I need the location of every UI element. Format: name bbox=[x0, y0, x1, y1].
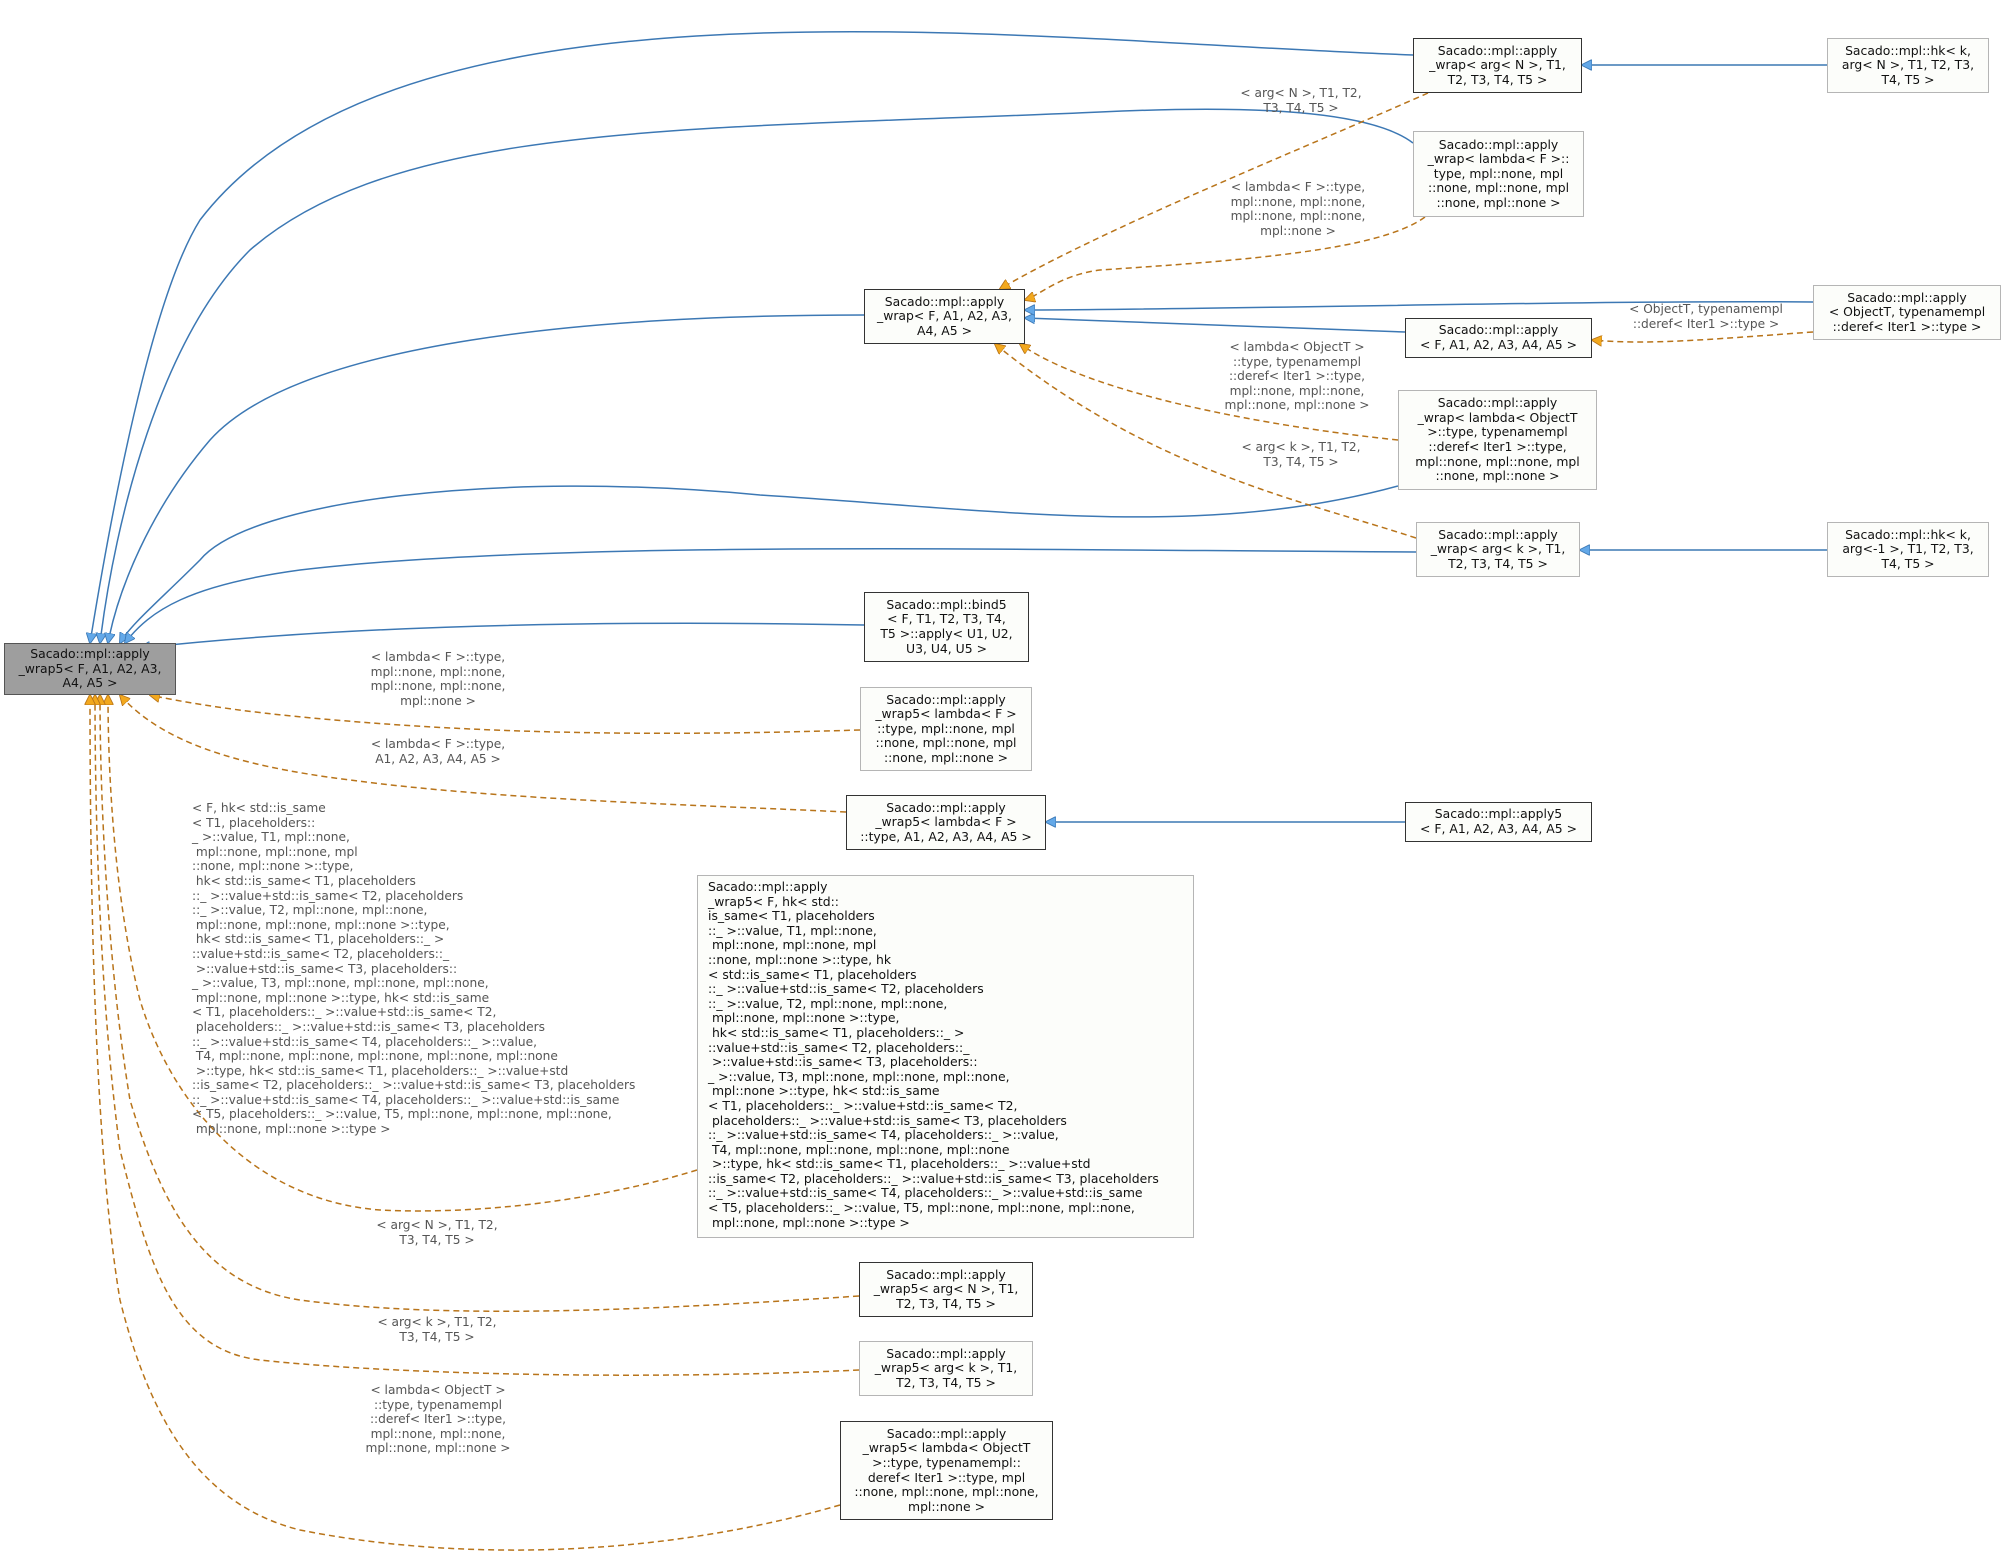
edge-lambdaA-root-tmpl bbox=[120, 695, 847, 813]
edge-argk-root bbox=[125, 548, 1417, 643]
node-hk-argm1[interactable]: Sacado::mpl::hk< k, arg<-1 >, T1, T2, T3… bbox=[1827, 522, 1989, 577]
edge-argN-aw-tmpl bbox=[1000, 92, 1429, 289]
node-apply-wrap-argk[interactable]: Sacado::mpl::apply _wrap< arg< k >, T1, … bbox=[1416, 522, 1580, 577]
label-lambdaF-to-apply-wrap: < lambda< F >::type, mpl::none, mpl::non… bbox=[1230, 180, 1366, 238]
node-aw5-lambda-A[interactable]: Sacado::mpl::apply _wrap5< lambda< F > :… bbox=[846, 795, 1046, 850]
label-lambdaObj-to-root: < lambda< ObjectT > ::type, typenamempl … bbox=[365, 1383, 511, 1456]
edge-apply-aw bbox=[1025, 318, 1406, 333]
edge-lambdaObj-aw-tmpl bbox=[1020, 344, 1399, 441]
label-ObjectT-to-apply: < ObjectT, typenamempl ::deref< Iter1 >:… bbox=[1629, 302, 1783, 331]
node-hk-argN[interactable]: Sacado::mpl::hk< k, arg< N >, T1, T2, T3… bbox=[1827, 38, 1989, 93]
label-lambdaF-A-to-root: < lambda< F >::type, A1, A2, A3, A4, A5 … bbox=[370, 737, 506, 766]
label-lambdaF-none-to-root: < lambda< F >::type, mpl::none, mpl::non… bbox=[370, 650, 506, 708]
node-aw5-lambdaObj[interactable]: Sacado::mpl::apply _wrap5< lambda< Objec… bbox=[840, 1421, 1053, 1520]
node-bind5-apply[interactable]: Sacado::mpl::bind5 < F, T1, T2, T3, T4, … bbox=[864, 592, 1029, 662]
node-apply-wrap-lambdaF[interactable]: Sacado::mpl::apply _wrap< lambda< F >:: … bbox=[1413, 131, 1584, 217]
edge-argN-root-tmpl bbox=[100, 695, 860, 1313]
edge-hk-root-tmpl bbox=[108, 695, 698, 1212]
node-apply-wrap-argN[interactable]: Sacado::mpl::apply _wrap< arg< N >, T1, … bbox=[1413, 38, 1582, 93]
label-argN-to-root: < arg< N >, T1, T2, T3, T4, T5 > bbox=[376, 1218, 498, 1247]
edge-argk-aw-tmpl bbox=[995, 344, 1417, 539]
node-root-apply-wrap5[interactable]: Sacado::mpl::apply _wrap5< F, A1, A2, A3… bbox=[4, 643, 176, 695]
edge-ObjectT-apply-tmpl bbox=[1592, 331, 1814, 342]
edge-lambdaF-aw-tmpl bbox=[1025, 216, 1426, 300]
edge-aw-root bbox=[108, 314, 865, 643]
node-aw5-argN[interactable]: Sacado::mpl::apply _wrap5< arg< N >, T1,… bbox=[859, 1262, 1033, 1317]
edge-argN-root bbox=[90, 30, 1414, 643]
edge-bind5-root bbox=[140, 622, 865, 648]
node-aw5-hk[interactable]: Sacado::mpl::apply _wrap5< F, hk< std:: … bbox=[697, 875, 1194, 1238]
edge-lambdaObj-root-tmpl bbox=[90, 695, 841, 1551]
node-apply5[interactable]: Sacado::mpl::apply5 < F, A1, A2, A3, A4,… bbox=[1405, 802, 1592, 842]
edge-argk-root-tmpl bbox=[95, 695, 860, 1376]
node-apply-ObjectT[interactable]: Sacado::mpl::apply < ObjectT, typenamemp… bbox=[1813, 285, 2001, 340]
label-argk-to-apply-wrap: < arg< k >, T1, T2, T3, T4, T5 > bbox=[1241, 440, 1361, 469]
node-apply-wrap[interactable]: Sacado::mpl::apply _wrap< F, A1, A2, A3,… bbox=[864, 289, 1025, 344]
label-lambdaObj-to-apply-wrap: < lambda< ObjectT > ::type, typenamempl … bbox=[1224, 340, 1370, 413]
label-argk-to-root: < arg< k >, T1, T2, T3, T4, T5 > bbox=[377, 1315, 497, 1344]
label-hk-to-root: < F, hk< std::is_same < T1, placeholders… bbox=[192, 801, 636, 1137]
label-argN-to-apply-wrap: < arg< N >, T1, T2, T3, T4, T5 > bbox=[1240, 86, 1362, 115]
edge-lambdaObj-root bbox=[120, 485, 1399, 643]
edge-ObjectT-aw bbox=[1025, 300, 1814, 310]
edge-lambdaF-aw-root bbox=[100, 108, 1414, 643]
node-aw5-argk[interactable]: Sacado::mpl::apply _wrap5< arg< k >, T1,… bbox=[859, 1341, 1033, 1396]
node-apply-F[interactable]: Sacado::mpl::apply < F, A1, A2, A3, A4, … bbox=[1405, 318, 1592, 358]
node-apply-wrap-lambdaObj[interactable]: Sacado::mpl::apply _wrap< lambda< Object… bbox=[1398, 390, 1597, 490]
node-aw5-lambda-none[interactable]: Sacado::mpl::apply _wrap5< lambda< F > :… bbox=[860, 687, 1032, 771]
